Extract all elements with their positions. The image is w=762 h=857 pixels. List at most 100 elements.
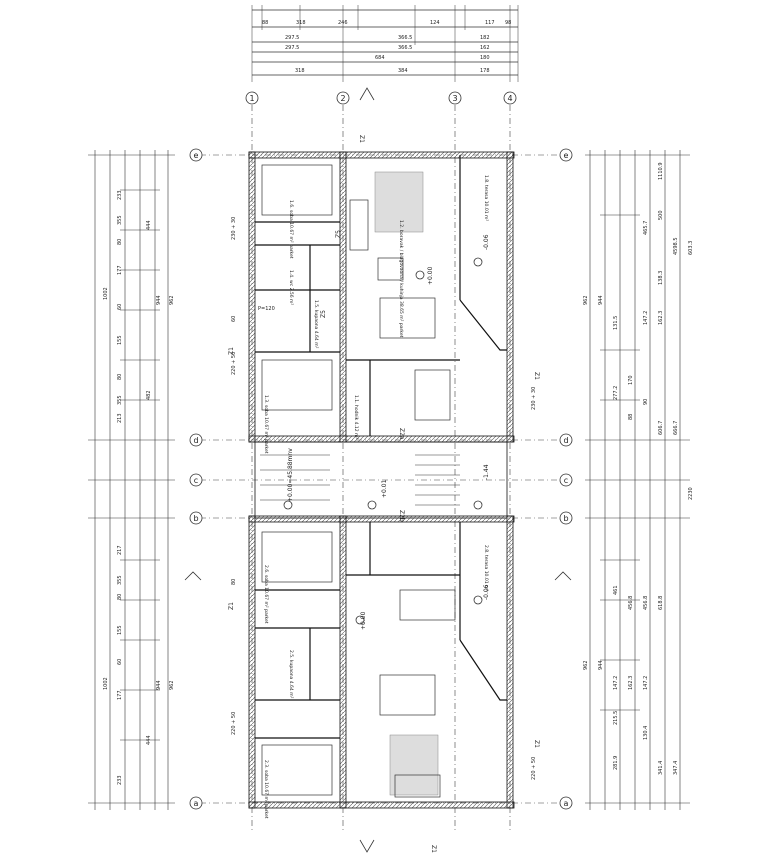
opening-label: 60 <box>231 316 237 322</box>
left-dim-label: 155 <box>117 335 123 345</box>
kitchen-counter-top <box>414 369 451 421</box>
right-dim-label: 341.4 <box>658 761 664 775</box>
left-dim-label: 1002 <box>103 677 109 690</box>
top-dim-label: 124 <box>430 20 440 26</box>
right-dim-label: 215.5 <box>613 711 619 725</box>
left-dim-label: 355 <box>117 575 123 585</box>
room-label-bath-top: 1.5. kupaona 4.64 m² <box>313 300 319 349</box>
grid-col-4: 4 <box>507 94 512 103</box>
right-dimension-labels: 962 944 1110.9 465.7 500 138.3 131.5 147… <box>583 163 694 776</box>
top-dim-label: 318 <box>296 20 306 26</box>
top-dim-label: 318 <box>295 68 305 74</box>
section-label: Z2b <box>398 510 405 522</box>
section-label: Z1 <box>228 602 235 610</box>
right-dim-label: 962 <box>583 295 589 305</box>
section-markers <box>184 87 572 853</box>
grid-row-d: d <box>193 436 198 445</box>
level-markers: +0.00=45.88mnv +0.01 -1.44 -0.06 +0.00 -… <box>283 234 490 630</box>
room-label-bedroom2-top: 1.3. soba 10.67 m² parket <box>263 395 269 454</box>
right-dim-label: 456.8 <box>628 596 634 610</box>
grid-column-bubbles: 1 2 3 4 <box>245 91 517 105</box>
right-dim-label: 461 <box>613 585 619 595</box>
grid-row-c-right: c <box>564 476 568 485</box>
right-dim-label: 944 <box>598 660 604 670</box>
top-dim-label: 297.5 <box>285 35 299 41</box>
left-dim-label: 355 <box>117 395 123 405</box>
right-dim-label: 281.9 <box>613 756 619 770</box>
level-label: +0.00=45.88mnv <box>287 448 294 502</box>
right-dim-label: 500 <box>658 210 664 220</box>
right-dim-label: 4598.5 <box>673 238 679 256</box>
opening-label: 220 + 50 <box>231 352 237 375</box>
top-dim-label: 117 <box>485 20 495 26</box>
room-label-living-top: 1.2. boravak / blagovaona / kuhinja 38.6… <box>398 220 404 338</box>
bed-top-2 <box>261 359 333 411</box>
grid-row-b-right: b <box>563 514 568 523</box>
right-dim-label: 162.3 <box>658 311 664 325</box>
grid-row-d-right: d <box>563 436 568 445</box>
right-dim-label: 465.7 <box>643 221 649 235</box>
top-dim-label: 178 <box>480 68 490 74</box>
right-dim-label: 147.2 <box>643 311 649 325</box>
section-label: Z1 <box>533 372 540 380</box>
right-dim-label: 944 <box>598 295 604 305</box>
right-dim-label: 130.4 <box>643 726 649 740</box>
left-dim-label: 962 <box>169 295 175 305</box>
opening-label: 80 <box>231 579 237 585</box>
opening-label: 230 + 30 <box>531 387 537 410</box>
right-dim-label: 88 <box>628 414 634 420</box>
grid-col-2: 2 <box>340 94 345 103</box>
right-dim-label: 131.5 <box>613 316 619 330</box>
section-label: Z1 <box>430 845 437 853</box>
room-labels: 1.6. soba 10.67 m² parket 1.5. kupaona 4… <box>263 175 489 819</box>
left-dim-label: 177 <box>117 690 123 700</box>
room-label-bath-bot: 2.5. kupaona 4.64 m² <box>288 650 294 699</box>
section-label: Z2a <box>398 428 405 440</box>
right-dim-label: 618.8 <box>658 596 664 610</box>
top-dim-label: 684 <box>375 55 385 61</box>
room-label-hall-top: 1.1. hodnik 4.12 m² <box>353 395 359 439</box>
left-dim-label: 60 <box>117 304 123 310</box>
furniture <box>261 164 456 798</box>
top-dimension-labels: 88 318 246 124 117 98 297.5 366.5 182 29… <box>262 20 511 74</box>
grid-row-c: c <box>194 476 198 485</box>
section-label: Z5 <box>335 230 342 238</box>
room-label-terrace-top: 1.8. terasa 10.01 m² <box>483 175 489 221</box>
sofa-bot <box>394 774 441 798</box>
right-dim-label: 962 <box>583 660 589 670</box>
left-dim-label: 962 <box>169 680 175 690</box>
grid-row-e-right: e <box>564 151 569 160</box>
grid-row-e: e <box>194 151 199 160</box>
opening-label: 230 + 30 <box>231 217 237 240</box>
opening-label: 220 + 50 <box>531 757 537 780</box>
top-dimension-chains <box>251 5 519 82</box>
top-dim-label: 88 <box>262 20 268 26</box>
left-dimension-chains <box>88 150 175 810</box>
right-dim-label: 162.3 <box>628 676 634 690</box>
section-label: Z1 <box>533 740 540 748</box>
right-dim-label: 147.2 <box>643 676 649 690</box>
left-dim-label: 155 <box>117 625 123 635</box>
right-dim-label: 606.7 <box>658 421 664 435</box>
left-dim-label: 944 <box>156 680 162 690</box>
left-dim-label: 177 <box>117 265 123 275</box>
room-label-wc-top: 1.4. wc 2.56 m² <box>288 270 294 305</box>
top-dim-label: 246 <box>338 20 348 26</box>
grid-row-a-right: a <box>564 799 569 808</box>
right-dim-label: 1110.9 <box>658 163 664 181</box>
level-label: +0.00 <box>427 266 434 285</box>
left-dim-label: 1002 <box>103 287 109 300</box>
right-dim-label: 456.8 <box>643 596 649 610</box>
level-label: -0.06 <box>483 234 490 250</box>
top-dim-label: 162 <box>480 45 490 51</box>
top-dim-label: 182 <box>480 35 490 41</box>
top-dim-label: 297.5 <box>285 45 299 51</box>
grid-row-bubbles: e e d d c c b b a a <box>189 148 573 810</box>
right-dim-label: 277.2 <box>613 386 619 400</box>
right-dim-label: 147.2 <box>613 676 619 690</box>
section-label: Z1 <box>228 347 235 355</box>
bed-bot-2 <box>261 744 333 796</box>
room-label-bedroom-bot: 2.6. soba 10.67 m² parket <box>263 565 269 624</box>
dining-table-top <box>379 297 436 339</box>
